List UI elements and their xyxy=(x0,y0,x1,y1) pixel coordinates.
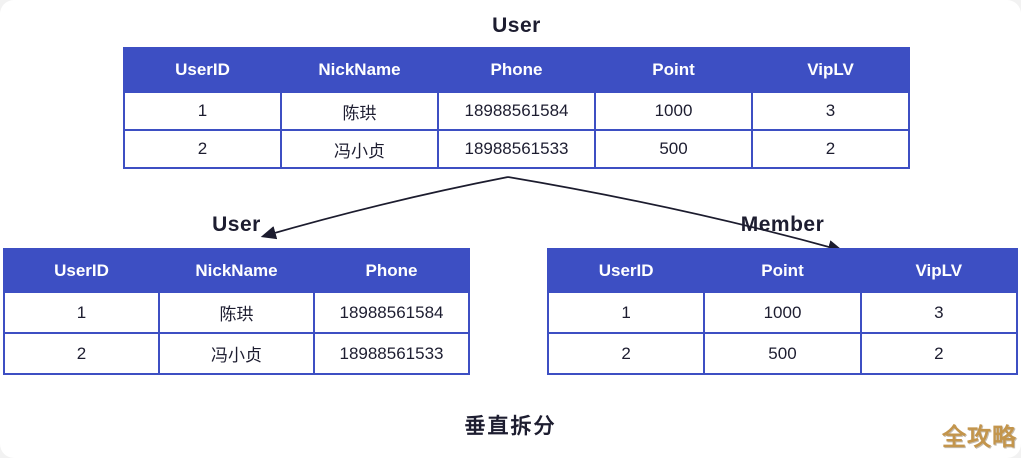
table-cell: 1000 xyxy=(703,291,862,334)
table-cell: 2 xyxy=(546,332,706,375)
column-header: Point xyxy=(594,47,753,93)
table-cell: 1 xyxy=(546,291,706,334)
table-cell: 3 xyxy=(751,91,910,131)
column-header: Phone xyxy=(313,248,470,293)
table-cell: 1 xyxy=(123,91,282,131)
column-header: VipLV xyxy=(751,47,910,93)
column-header: UserID xyxy=(3,248,160,293)
table-cell: 18988561533 xyxy=(313,332,470,375)
table-cell: 2 xyxy=(123,129,282,169)
table-cell: 18988561584 xyxy=(437,91,596,131)
column-header: Point xyxy=(703,248,862,293)
column-header: NickName xyxy=(280,47,439,93)
table-cell: 1000 xyxy=(594,91,753,131)
table-cell: 2 xyxy=(3,332,160,375)
right-table-title: Member xyxy=(740,213,825,236)
table-cell: 冯小贞 xyxy=(280,129,439,169)
table-cell: 3 xyxy=(859,291,1019,334)
table-cell: 18988561584 xyxy=(313,291,470,334)
column-header: UserID xyxy=(546,248,706,293)
table-cell: 2 xyxy=(859,332,1019,375)
table-cell: 陈珙 xyxy=(158,291,315,334)
column-header: NickName xyxy=(158,248,315,293)
table-cell: 500 xyxy=(594,129,753,169)
top-table-title: User xyxy=(492,14,541,37)
watermark-text: 全攻略 xyxy=(942,424,1017,451)
column-header: Phone xyxy=(437,47,596,93)
column-header: UserID xyxy=(123,47,282,93)
table-cell: 2 xyxy=(751,129,910,169)
table-cell: 陈珙 xyxy=(280,91,439,131)
table-cell: 18988561533 xyxy=(437,129,596,169)
diagram-caption: 垂直拆分 xyxy=(464,415,557,438)
table-cell: 冯小贞 xyxy=(158,332,315,375)
left-table-title: User xyxy=(212,213,261,236)
table-cell: 500 xyxy=(703,332,862,375)
table-cell: 1 xyxy=(3,291,160,334)
column-header: VipLV xyxy=(859,248,1019,293)
